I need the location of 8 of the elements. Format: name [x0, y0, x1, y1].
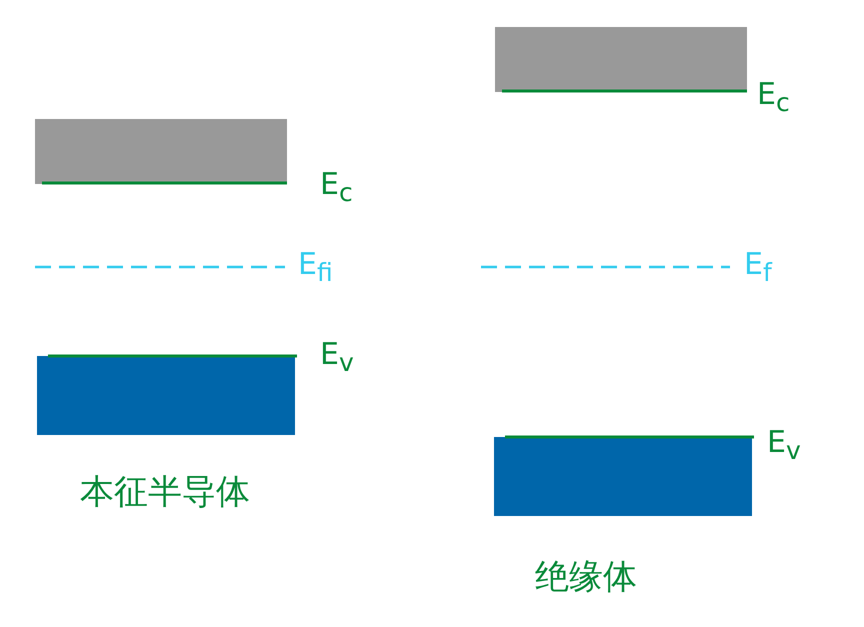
energy-level-label: E$_{v}$	[767, 428, 801, 463]
material-caption: 本征半导体	[80, 475, 250, 509]
energy-level-label: E$_{f}$	[744, 250, 772, 285]
energy-level-label: E$_{c}$	[320, 170, 353, 205]
material-caption: 绝缘体	[535, 560, 637, 594]
energy-level-label: E$_{c}$	[757, 80, 790, 115]
energy-level-label: E$_{fi}$	[298, 250, 333, 285]
energy-level-label: E$_{v}$	[320, 340, 354, 375]
